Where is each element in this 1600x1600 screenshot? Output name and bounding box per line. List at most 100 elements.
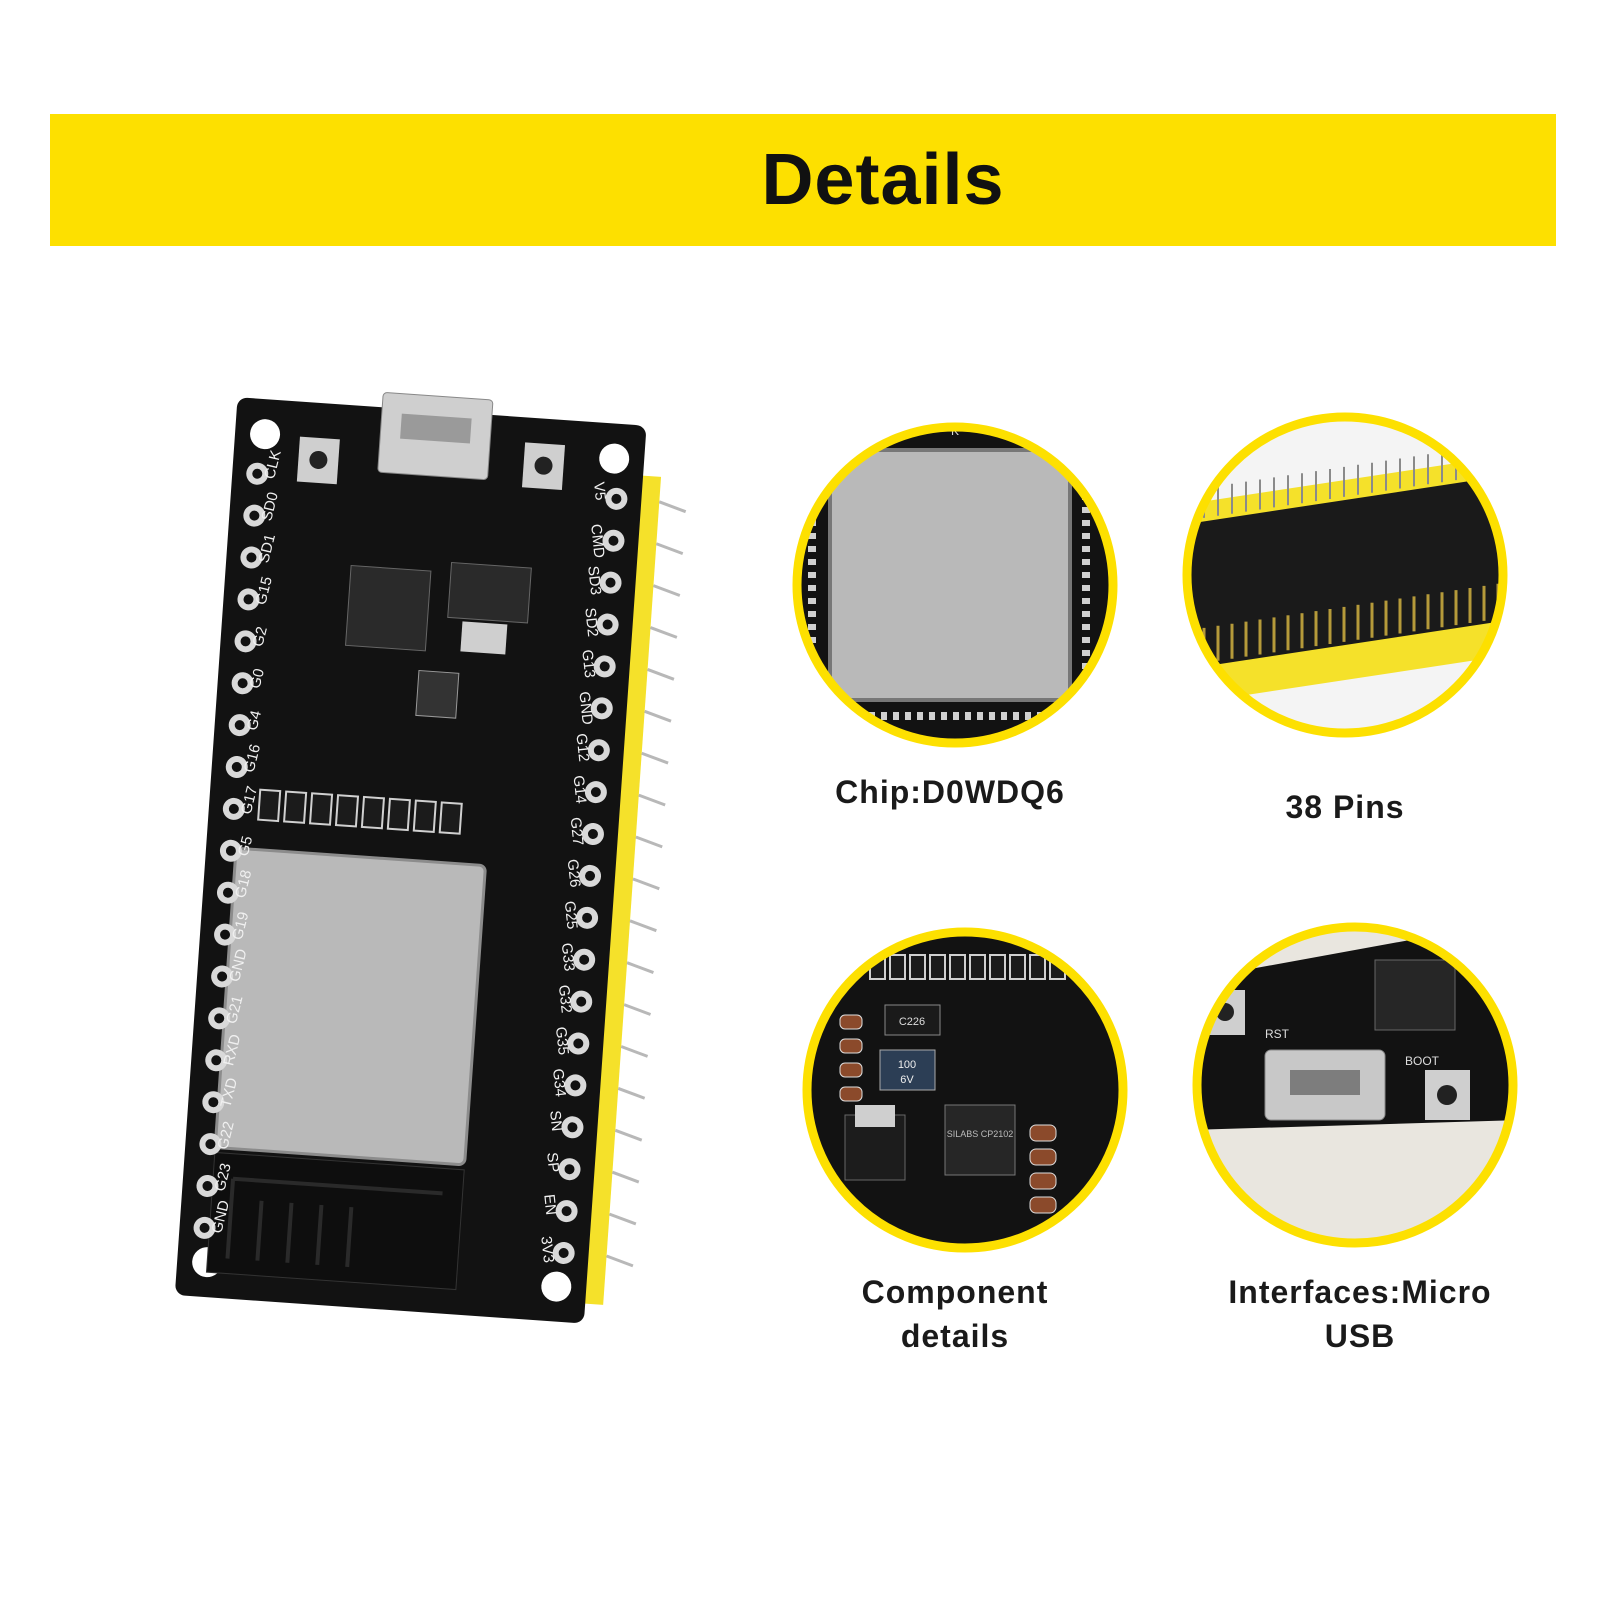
pin-hole-center [246, 552, 257, 563]
pad [929, 712, 935, 720]
header-pin [652, 584, 681, 597]
pin-hole-center [249, 510, 260, 521]
right-pin-label: G12 [572, 733, 592, 763]
chip [1374, 959, 1456, 1031]
pad [1082, 455, 1090, 461]
capacitor-label-2: 6V [900, 1074, 914, 1086]
pad [917, 712, 923, 720]
pad [1082, 585, 1090, 591]
pin-hole-center [199, 1222, 210, 1233]
pin-hole-center [611, 493, 622, 504]
esp32-board-svg: CLKSD0SD1G15G2G0G4G16G17G5G18G19GNDG21RX… [175, 392, 687, 1323]
caption-usb: Interfaces:Micro USB [1228, 1274, 1492, 1354]
caption-components: Component details [861, 1274, 1049, 1354]
reset-button-cap [309, 450, 328, 469]
left-pin-label: G18 [232, 868, 255, 900]
pin-header-closeup-icon [1182, 412, 1508, 738]
pad [1082, 533, 1090, 539]
left-pin-label: G4 [244, 709, 265, 733]
left-pin-label: G15 [252, 575, 275, 607]
left-pin-label: TXD [217, 1076, 241, 1109]
pin-hole-center [593, 745, 604, 756]
pin-hole-center [596, 703, 607, 714]
right-pin-label: SN [546, 1110, 565, 1133]
right-pin-label: SP [543, 1152, 562, 1174]
smd-resistor [889, 954, 906, 980]
pad [1082, 611, 1090, 617]
pad [808, 624, 816, 630]
right-pin-label: G32 [555, 984, 575, 1014]
header-pin [632, 877, 660, 891]
pad [1082, 507, 1090, 513]
pad [905, 712, 911, 720]
header-banner: Details [50, 114, 1556, 246]
pin-hole-center [208, 1097, 219, 1108]
left-pin-label: CLK [261, 448, 285, 480]
pin-hole-center [573, 1038, 584, 1049]
left-pin-label: G19 [229, 910, 252, 942]
components-closeup-icon: 100 6V C226 SILABS CP2102 [802, 927, 1128, 1253]
smd-component [839, 1014, 863, 1030]
pad [845, 712, 851, 720]
smd-resistor [412, 799, 437, 833]
right-pin-label: V5 [590, 481, 609, 501]
smd-resistor [257, 788, 282, 823]
pad [1013, 712, 1019, 720]
pin-hole-center [205, 1139, 216, 1150]
right-pin-label: 3V3 [537, 1235, 557, 1263]
components-closeup-circle: 100 6V C226 SILABS CP2102 [800, 925, 1130, 1255]
pin-hole-center [214, 1013, 225, 1024]
pad [1082, 546, 1090, 552]
pin-hole-center [231, 762, 242, 773]
regulator-tab [855, 1105, 895, 1127]
left-pin-label: G5 [235, 834, 256, 858]
smd-resistor [334, 794, 360, 828]
smd-resistor [308, 792, 334, 826]
module-shield [828, 448, 1072, 702]
pin-hole-center [234, 720, 245, 731]
pin-hole-center [608, 535, 619, 546]
left-pin-label: G23 [211, 1162, 234, 1194]
pad [1082, 624, 1090, 630]
pad [808, 585, 816, 591]
cp2102-chip [344, 564, 432, 652]
header-pin [641, 751, 669, 765]
left-pin-label: G16 [241, 743, 264, 775]
pad [808, 481, 816, 487]
rst-label: RST [1265, 1027, 1290, 1041]
c226-label: C226 [899, 1016, 925, 1028]
pin-hole-center [243, 594, 254, 605]
header-pin [623, 1003, 652, 1016]
pin-hole-center [558, 1248, 569, 1259]
boot-button-cap [1437, 1085, 1457, 1105]
pin-hole-center [252, 468, 263, 479]
pin-hole-center [237, 678, 248, 689]
smd-resistor [283, 790, 308, 824]
right-pin-label: G34 [549, 1068, 569, 1098]
left-pin-label: G17 [238, 784, 261, 816]
caption-pins: 38 Pins [1285, 789, 1405, 825]
smd-resistor [989, 954, 1006, 980]
header-pin [638, 793, 666, 807]
smd-component [1029, 1172, 1057, 1190]
pin-hole-center [599, 661, 610, 672]
header-pin [620, 1045, 649, 1058]
usb-opening [400, 413, 472, 444]
pad [808, 572, 816, 578]
page-title: Details [761, 140, 1005, 220]
left-pin-label: G22 [214, 1120, 237, 1152]
pad [808, 559, 816, 565]
pad [881, 712, 887, 720]
header-pin [649, 626, 678, 639]
header-pin [611, 1170, 640, 1184]
pin-hole-center [240, 636, 251, 647]
pad [808, 676, 816, 682]
pad [808, 611, 816, 617]
pad [941, 712, 947, 720]
mount-hole [250, 419, 281, 450]
smd-resistor [360, 795, 386, 830]
smd-resistor [909, 954, 926, 980]
pad [808, 533, 816, 539]
pad [808, 546, 816, 552]
pad [808, 494, 816, 500]
